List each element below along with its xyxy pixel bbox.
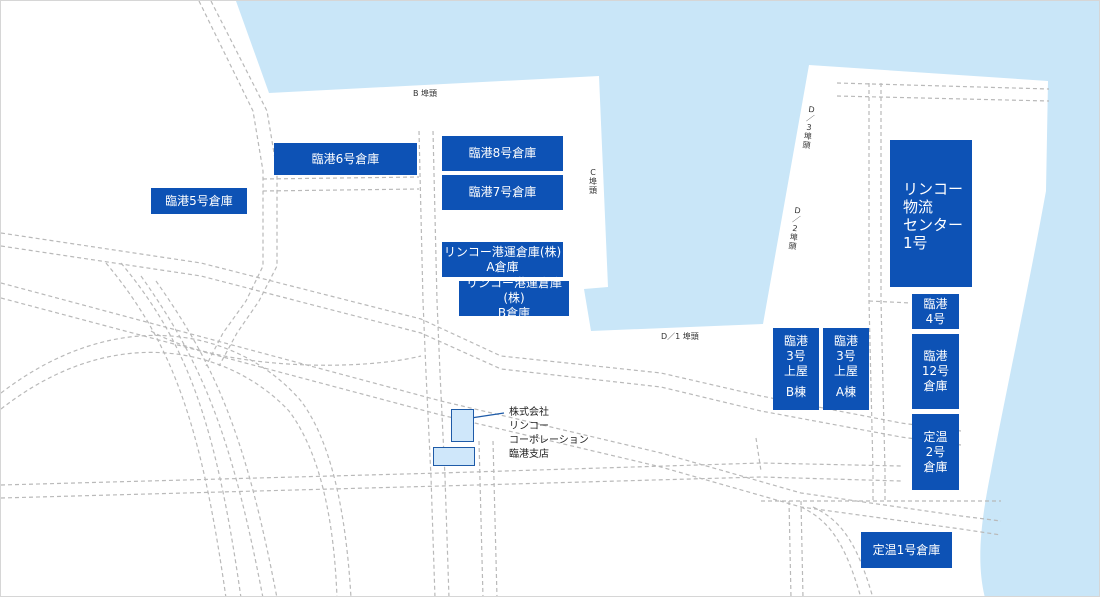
pier-b-label: B 埠頭 <box>413 89 438 98</box>
office-building-main[interactable] <box>451 409 474 442</box>
warehouse-rinko-8[interactable]: 臨港8号倉庫 <box>442 136 563 171</box>
office-leader-line <box>470 412 505 419</box>
warehouse-rinko-7[interactable]: 臨港7号倉庫 <box>442 175 563 210</box>
rinko-logistics-center-1[interactable]: リンコー 物流 センター 1号 <box>890 140 972 287</box>
uwaya-a-name: 臨港 3号 上屋 <box>833 334 858 378</box>
warehouse-rinko-unso-a[interactable]: リンコー港運倉庫(株) A倉庫 <box>442 242 563 277</box>
warehouse-rinko-3-uwaya-a[interactable]: 臨港 3号 上屋 A棟 <box>823 328 869 410</box>
office-label: 株式会社 リンコー コーポレーション 臨港支店 <box>509 407 589 460</box>
pier-c-label: C 埠 頭 <box>589 168 597 195</box>
office-building-annex[interactable] <box>433 447 475 466</box>
road-network <box>1 1 1050 596</box>
sea <box>236 1 1099 596</box>
warehouse-rinko-3-uwaya-b[interactable]: 臨港 3号 上屋 B棟 <box>773 328 819 410</box>
uwaya-b-name: 臨港 3号 上屋 <box>783 334 808 378</box>
warehouse-teion-1[interactable]: 定温1号倉庫 <box>861 532 952 568</box>
warehouse-rinko-5[interactable]: 臨港5号倉庫 <box>151 188 247 214</box>
warehouse-rinko-12[interactable]: 臨港 12号 倉庫 <box>912 334 959 409</box>
warehouse-teion-2[interactable]: 定温 2号 倉庫 <box>912 414 959 490</box>
warehouse-rinko-6[interactable]: 臨港6号倉庫 <box>274 143 417 175</box>
warehouse-rinko-4[interactable]: 臨港 4号 <box>912 294 959 329</box>
uwaya-b-building: B棟 <box>785 385 807 399</box>
pier-d1-label: D／1 埠頭 <box>661 332 699 341</box>
uwaya-a-building: A棟 <box>835 385 857 399</box>
warehouse-rinko-unso-b[interactable]: リンコー港運倉庫(株) B倉庫 <box>459 276 569 320</box>
